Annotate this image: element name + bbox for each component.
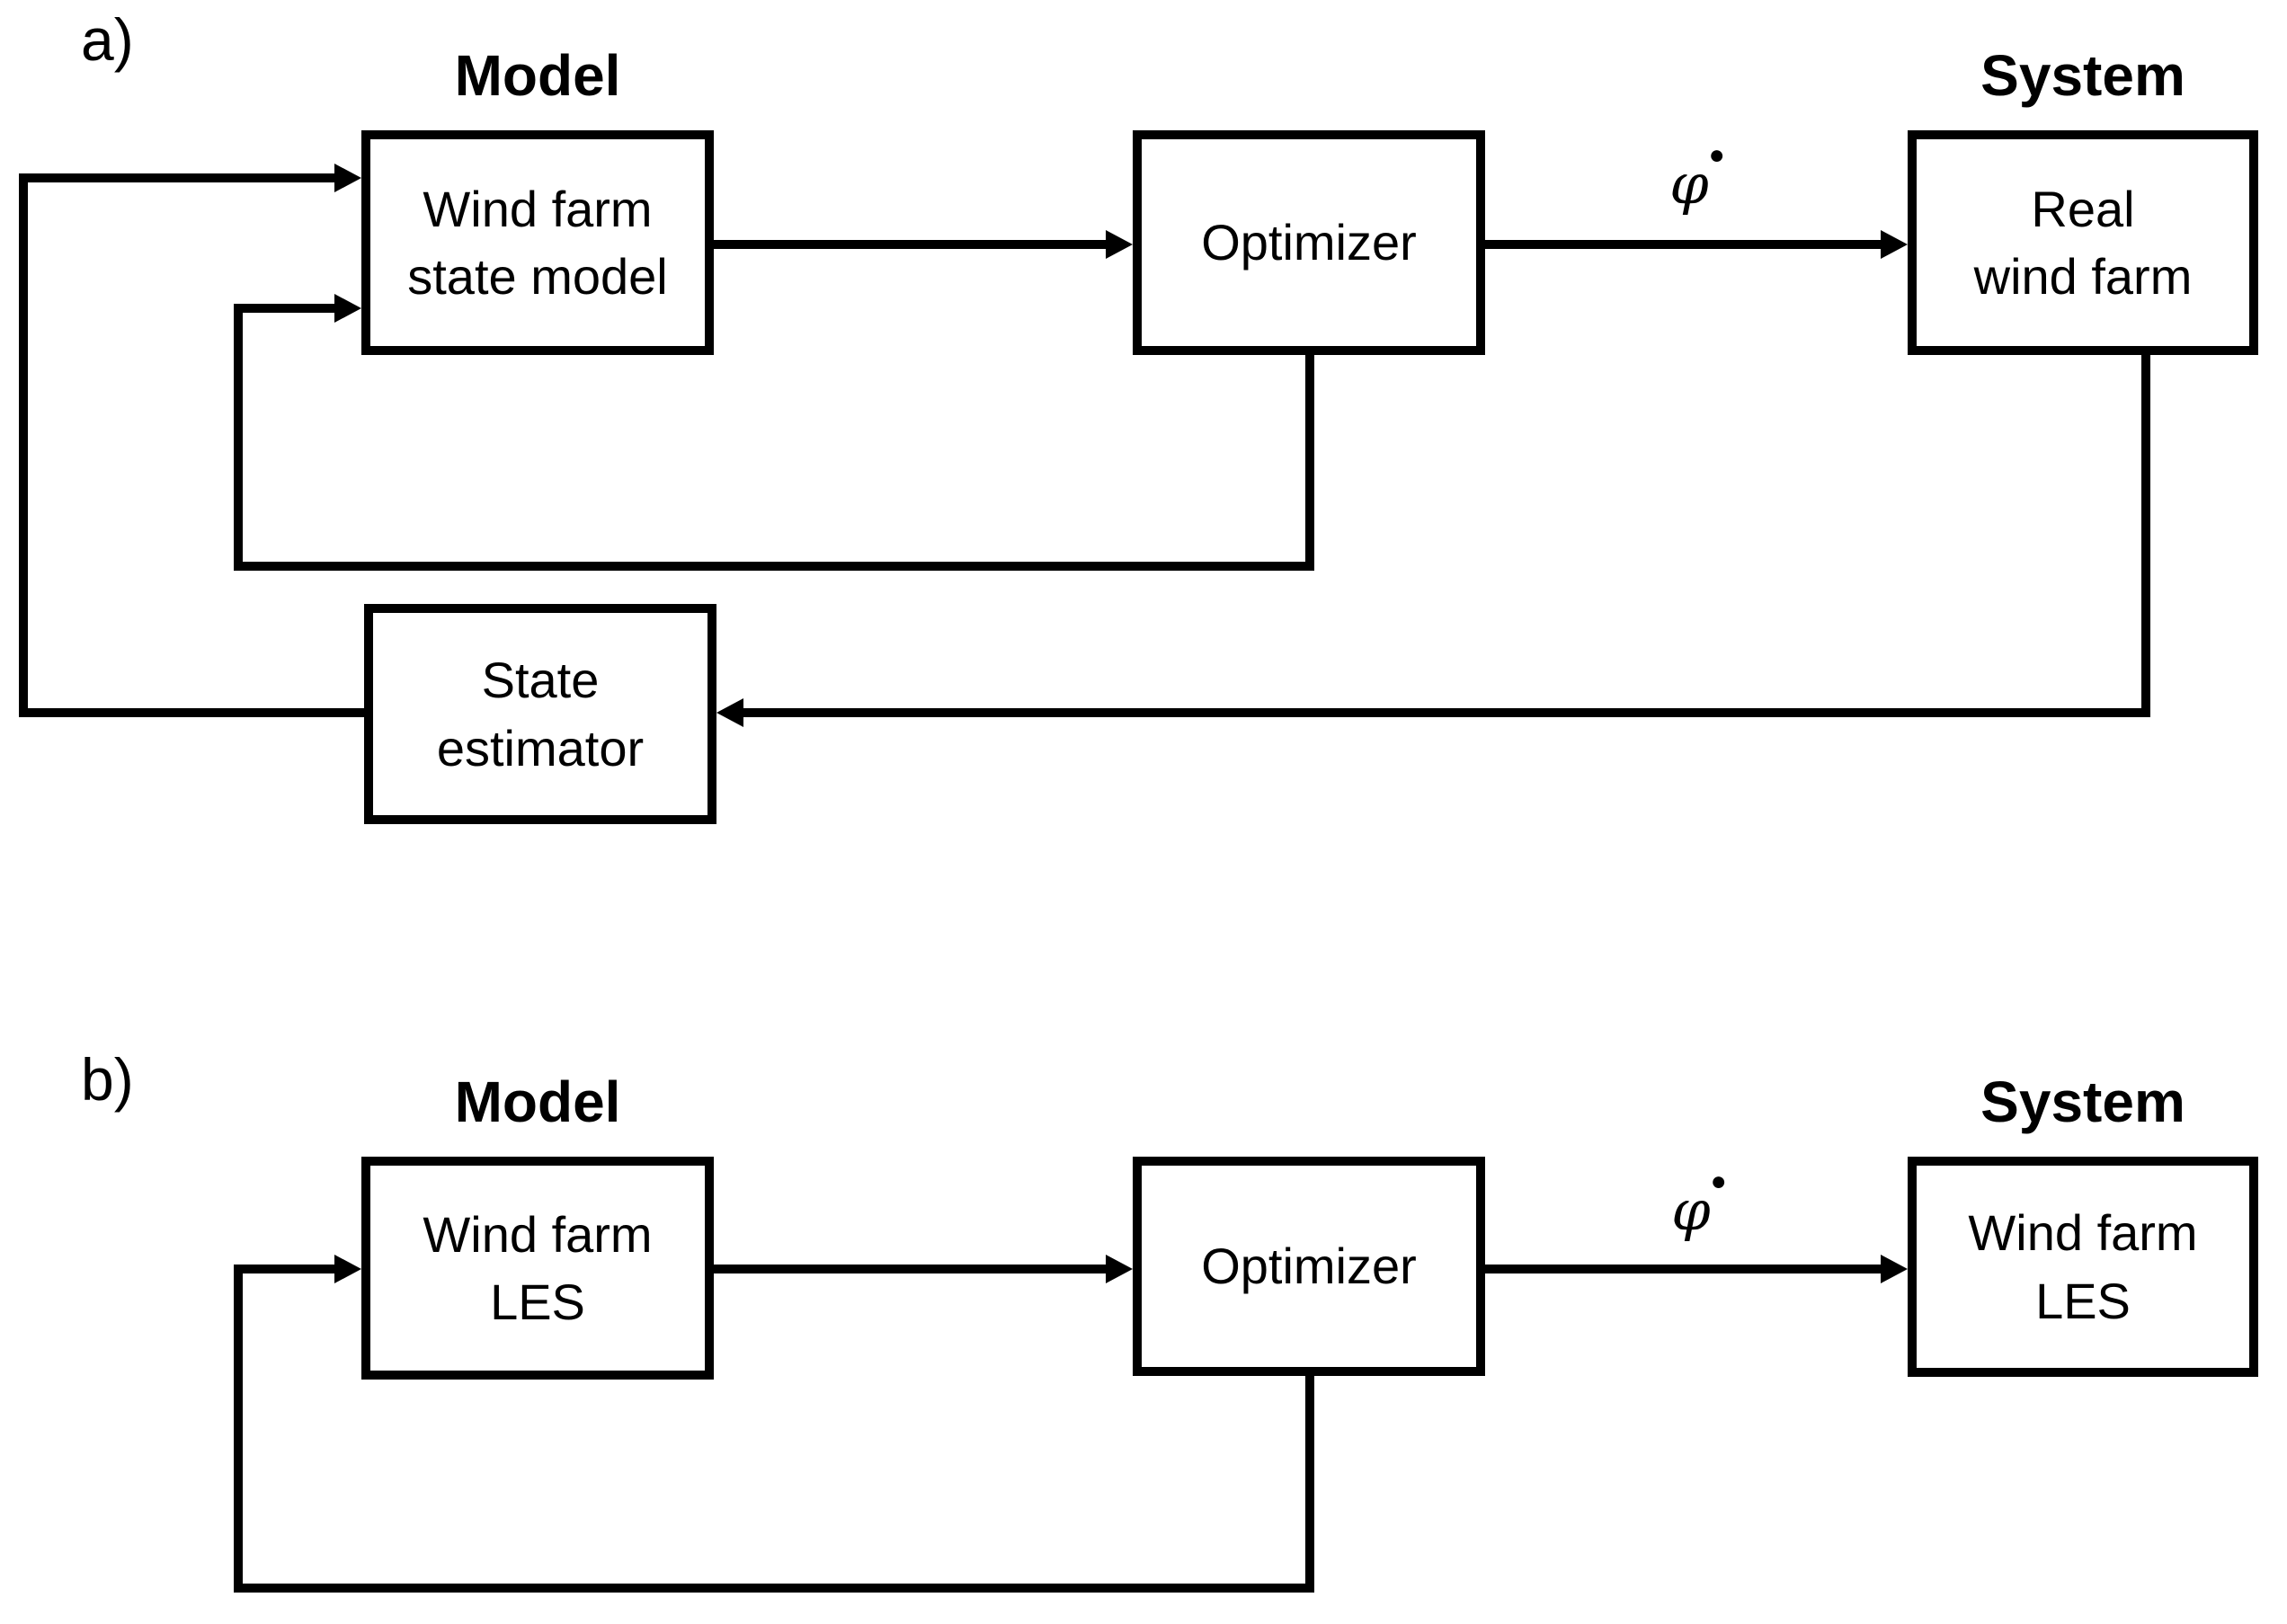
section-a-label: a) — [81, 6, 134, 73]
arrowhead-b-model-input — [334, 1255, 361, 1283]
arrowhead-a-model-upper-input — [334, 164, 361, 192]
arrowhead-a-optimizer-input — [1106, 230, 1133, 259]
wind-farm-les-system-box: Wind farm LES — [1908, 1157, 2258, 1377]
connector-a-optimizer-feedback-into-model — [234, 304, 342, 313]
phi-symbol-b: φ — [1671, 1177, 1711, 1243]
section-b-label: b) — [81, 1046, 134, 1113]
connector-a-estimator-into-model — [19, 173, 342, 182]
connector-a-estimator-output-up — [19, 173, 28, 717]
state-estimator-line1: State — [481, 652, 600, 709]
connector-a-optimizer-feedback-across — [234, 562, 1314, 571]
arrowhead-a-system-input — [1881, 230, 1908, 259]
connector-a-estimator-output-across — [19, 708, 364, 717]
connector-a-optimizer-feedback-down — [1305, 353, 1314, 571]
connector-b-model-to-optimizer — [714, 1265, 1109, 1273]
optimal-yaw-signal-label-b: φ● — [1636, 1168, 1762, 1238]
section-b-model-heading: Model — [454, 1069, 621, 1134]
wind-farm-les-model-line2: LES — [490, 1273, 585, 1330]
optimizer-b-label: Optimizer — [1201, 1238, 1417, 1295]
connector-a-system-output-down — [2141, 353, 2150, 717]
wind-farm-les-model-line1: Wind farm — [423, 1205, 653, 1263]
section-b-system-heading: System — [1980, 1069, 2185, 1134]
optimizer-a-label: Optimizer — [1201, 214, 1417, 271]
arrowhead-b-optimizer-input — [1106, 1255, 1133, 1283]
phi-superscript-dot-b: ● — [1710, 1167, 1727, 1196]
connector-a-optimizer-to-system — [1485, 240, 1884, 249]
connector-b-optimizer-feedback-down — [1305, 1374, 1314, 1593]
wind-farm-les-system-line2: LES — [2035, 1272, 2131, 1329]
connector-a-optimizer-feedback-up — [234, 304, 243, 571]
optimizer-box-b: Optimizer — [1133, 1157, 1485, 1376]
wind-farm-les-model-box: Wind farm LES — [361, 1157, 714, 1380]
connector-b-optimizer-to-system — [1485, 1265, 1884, 1273]
arrowhead-b-system-input — [1881, 1255, 1908, 1283]
optimal-yaw-signal-label-a: φ● — [1634, 142, 1760, 212]
real-wind-farm-line1: Real — [2031, 180, 2135, 237]
arrowhead-a-model-lower-input — [334, 294, 361, 323]
state-estimator-line2: estimator — [436, 719, 645, 777]
connector-b-optimizer-feedback-up — [234, 1265, 243, 1593]
section-a-model-heading: Model — [454, 43, 621, 108]
wind-farm-les-system-line1: Wind farm — [1968, 1204, 2198, 1262]
real-wind-farm-line2: wind farm — [1973, 248, 2193, 305]
wind-farm-state-model-box: Wind farm state model — [361, 130, 714, 355]
connector-a-model-to-optimizer — [714, 240, 1109, 249]
wind-farm-state-model-line2: state model — [407, 248, 668, 305]
section-a-system-heading: System — [1980, 43, 2185, 108]
state-estimator-box: State estimator — [364, 604, 716, 824]
connector-b-optimizer-feedback-across — [234, 1584, 1314, 1593]
connector-b-optimizer-feedback-into-model — [234, 1265, 342, 1273]
real-wind-farm-box: Real wind farm — [1908, 130, 2258, 355]
connector-a-system-to-estimator — [737, 708, 2150, 717]
optimizer-box-a: Optimizer — [1133, 130, 1485, 355]
arrowhead-a-estimator-input — [716, 698, 743, 727]
phi-superscript-dot-a: ● — [1708, 140, 1725, 170]
phi-symbol-a: φ — [1669, 151, 1709, 217]
wind-farm-state-model-line1: Wind farm — [423, 180, 653, 237]
